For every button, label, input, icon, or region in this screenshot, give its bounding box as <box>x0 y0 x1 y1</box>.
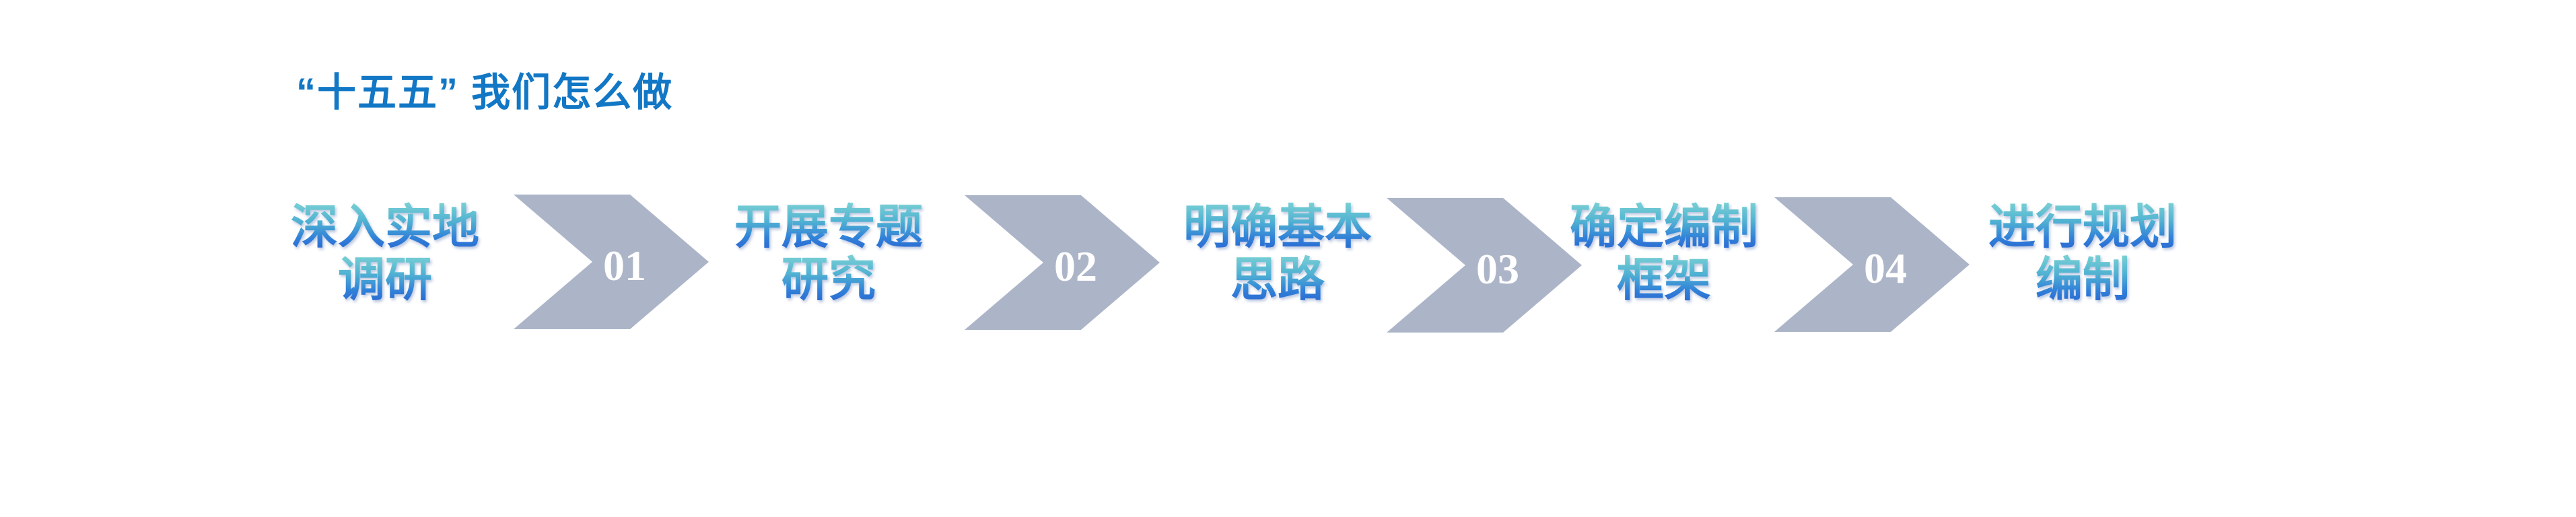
connector-02: 02 <box>965 195 1160 330</box>
step-number: 02 <box>1054 242 1097 290</box>
connector-01: 01 <box>514 195 709 329</box>
step-label-4: 确定编制 框架 <box>1502 201 1825 306</box>
step-label-line: 调研 <box>223 253 547 306</box>
step-label-1: 深入实地 调研 <box>223 201 547 306</box>
chevron-arrow-icon <box>1774 197 1970 332</box>
step-label-line: 框架 <box>1502 253 1825 306</box>
step-label-line: 深入实地 <box>223 201 547 253</box>
step-label-line: 开展专题 <box>667 201 990 253</box>
chevron-arrow-icon <box>1387 198 1582 333</box>
chevron-arrow-icon <box>514 195 709 329</box>
chevron-arrow-icon <box>965 195 1160 330</box>
connector-03: 03 <box>1387 198 1582 333</box>
step-number: 04 <box>1864 244 1907 292</box>
step-label-3: 明确基本 思路 <box>1116 201 1439 306</box>
step-label-line: 编制 <box>1921 253 2244 306</box>
page-title: “十五五” 我们怎么做 <box>296 71 674 114</box>
step-label-5: 进行规划 编制 <box>1921 201 2244 306</box>
step-label-line: 进行规划 <box>1921 201 2244 253</box>
step-label-line: 明确基本 <box>1116 201 1439 253</box>
step-number: 01 <box>603 242 646 289</box>
step-number: 03 <box>1476 245 1519 293</box>
step-label-line: 确定编制 <box>1502 201 1825 253</box>
step-label-line: 研究 <box>667 253 990 306</box>
connector-04: 04 <box>1774 197 1970 332</box>
step-label-line: 思路 <box>1116 253 1439 306</box>
step-label-2: 开展专题 研究 <box>667 201 990 306</box>
